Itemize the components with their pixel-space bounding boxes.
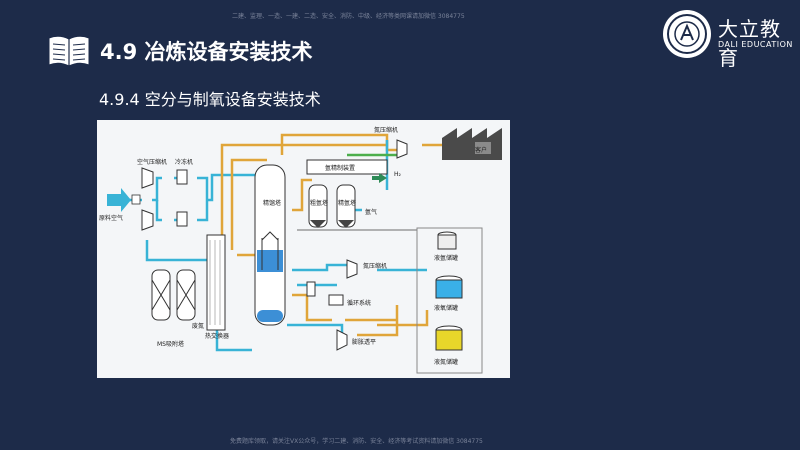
expander-icon <box>336 329 348 351</box>
brand-name-en: DALI EDUCATION <box>718 40 793 49</box>
flow-line <box>280 133 407 155</box>
label-liquid-o2-tank: 液氧储罐 <box>434 304 458 312</box>
n2-compressor-top-icon <box>396 139 408 159</box>
h2-arrow <box>372 173 387 183</box>
hydrogen-purifier-box <box>306 159 388 175</box>
label-waste-n2: 废氮 <box>192 322 204 330</box>
watermark-top: 二建、监理、一造、一建、二造、安全、消防、中级、经济等类网课请加微信 30847… <box>232 13 465 20</box>
circulation-box <box>328 294 344 306</box>
label-expander: 膨胀透平 <box>352 338 376 346</box>
air-compressor-2 <box>141 209 154 231</box>
flow-line <box>220 140 389 250</box>
label-pure-ar: 精氩塔 <box>338 199 356 207</box>
label-rectifier: 精馏塔 <box>263 199 281 207</box>
flow-line <box>152 176 162 202</box>
coarse-argon-column <box>308 184 328 228</box>
chiller-box-1 <box>176 169 188 185</box>
liquid-nitrogen-tank <box>435 325 463 351</box>
flow-line <box>207 173 257 202</box>
liquid-argon-tank <box>437 231 457 250</box>
flow-line <box>197 176 209 222</box>
ms-adsorber <box>151 269 196 321</box>
label-n2-compressor-top: 氮压缩机 <box>374 126 398 134</box>
customer-factory-icon <box>442 128 502 160</box>
label-customer: 客户 <box>475 146 487 154</box>
label-hydrogen-purifier: 氩精制装置 <box>325 164 355 172</box>
label-liquid-n2-tank: 液氮储罐 <box>434 358 458 366</box>
label-raw-air: 原料空气 <box>99 214 123 222</box>
label-ms-adsorber: MS吸附塔 <box>157 340 184 348</box>
flow-line <box>357 305 399 337</box>
liquid-oxygen-tank <box>435 275 463 299</box>
flow-line <box>230 158 267 250</box>
flow-line <box>237 253 259 280</box>
flow-line <box>155 200 162 222</box>
rectifier-column <box>254 164 286 326</box>
heat-exchanger <box>206 234 226 331</box>
label-coarse-ar: 粗氩塔 <box>310 199 328 207</box>
label-heat-exchanger: 热交换器 <box>205 332 229 340</box>
label-air-compressor: 空气压缩机 <box>137 158 167 166</box>
label-liquid-ar-tank: 液氩储罐 <box>434 254 458 262</box>
label-ar-gas: 氩气 <box>365 208 377 216</box>
air-separation-diagram: 空气压缩机 冷冻机 原料空气 MS吸附塔 热交换器 废氮 精馏塔 氮压缩机 氩精… <box>97 120 510 378</box>
label-n2-compressor: 氮压缩机 <box>363 262 387 270</box>
chiller-box-2 <box>176 211 188 227</box>
flow-line <box>377 310 429 327</box>
watermark-bottom: 免费题库领取，请关注VX公众号，学习二建、消防、安全、经济等考试资料请加微信 3… <box>230 438 483 445</box>
small-vessel <box>306 281 316 297</box>
brand-logo-icon <box>663 10 711 58</box>
n2-compressor-icon <box>346 259 358 279</box>
book-icon <box>48 35 90 67</box>
flow-line <box>292 293 332 322</box>
raw-air-arrow <box>107 188 131 212</box>
label-h2: H₂ <box>394 171 402 178</box>
flow-line <box>292 263 347 272</box>
brand-name: 大立教育 <box>718 17 781 70</box>
subsection-title: 4.9.4 空分与制氧设备安装技术 <box>99 90 321 109</box>
flow-line <box>292 178 312 212</box>
label-circulation: 循环系统 <box>347 299 371 307</box>
label-chiller: 冷冻机 <box>175 158 193 166</box>
section-title: 4.9 冶炼设备安装技术 <box>100 40 313 64</box>
air-compressor-1 <box>141 167 154 189</box>
flow-line <box>287 323 344 335</box>
filter-box <box>131 194 141 205</box>
product-tank-area <box>416 227 483 374</box>
pure-argon-column <box>336 184 356 228</box>
